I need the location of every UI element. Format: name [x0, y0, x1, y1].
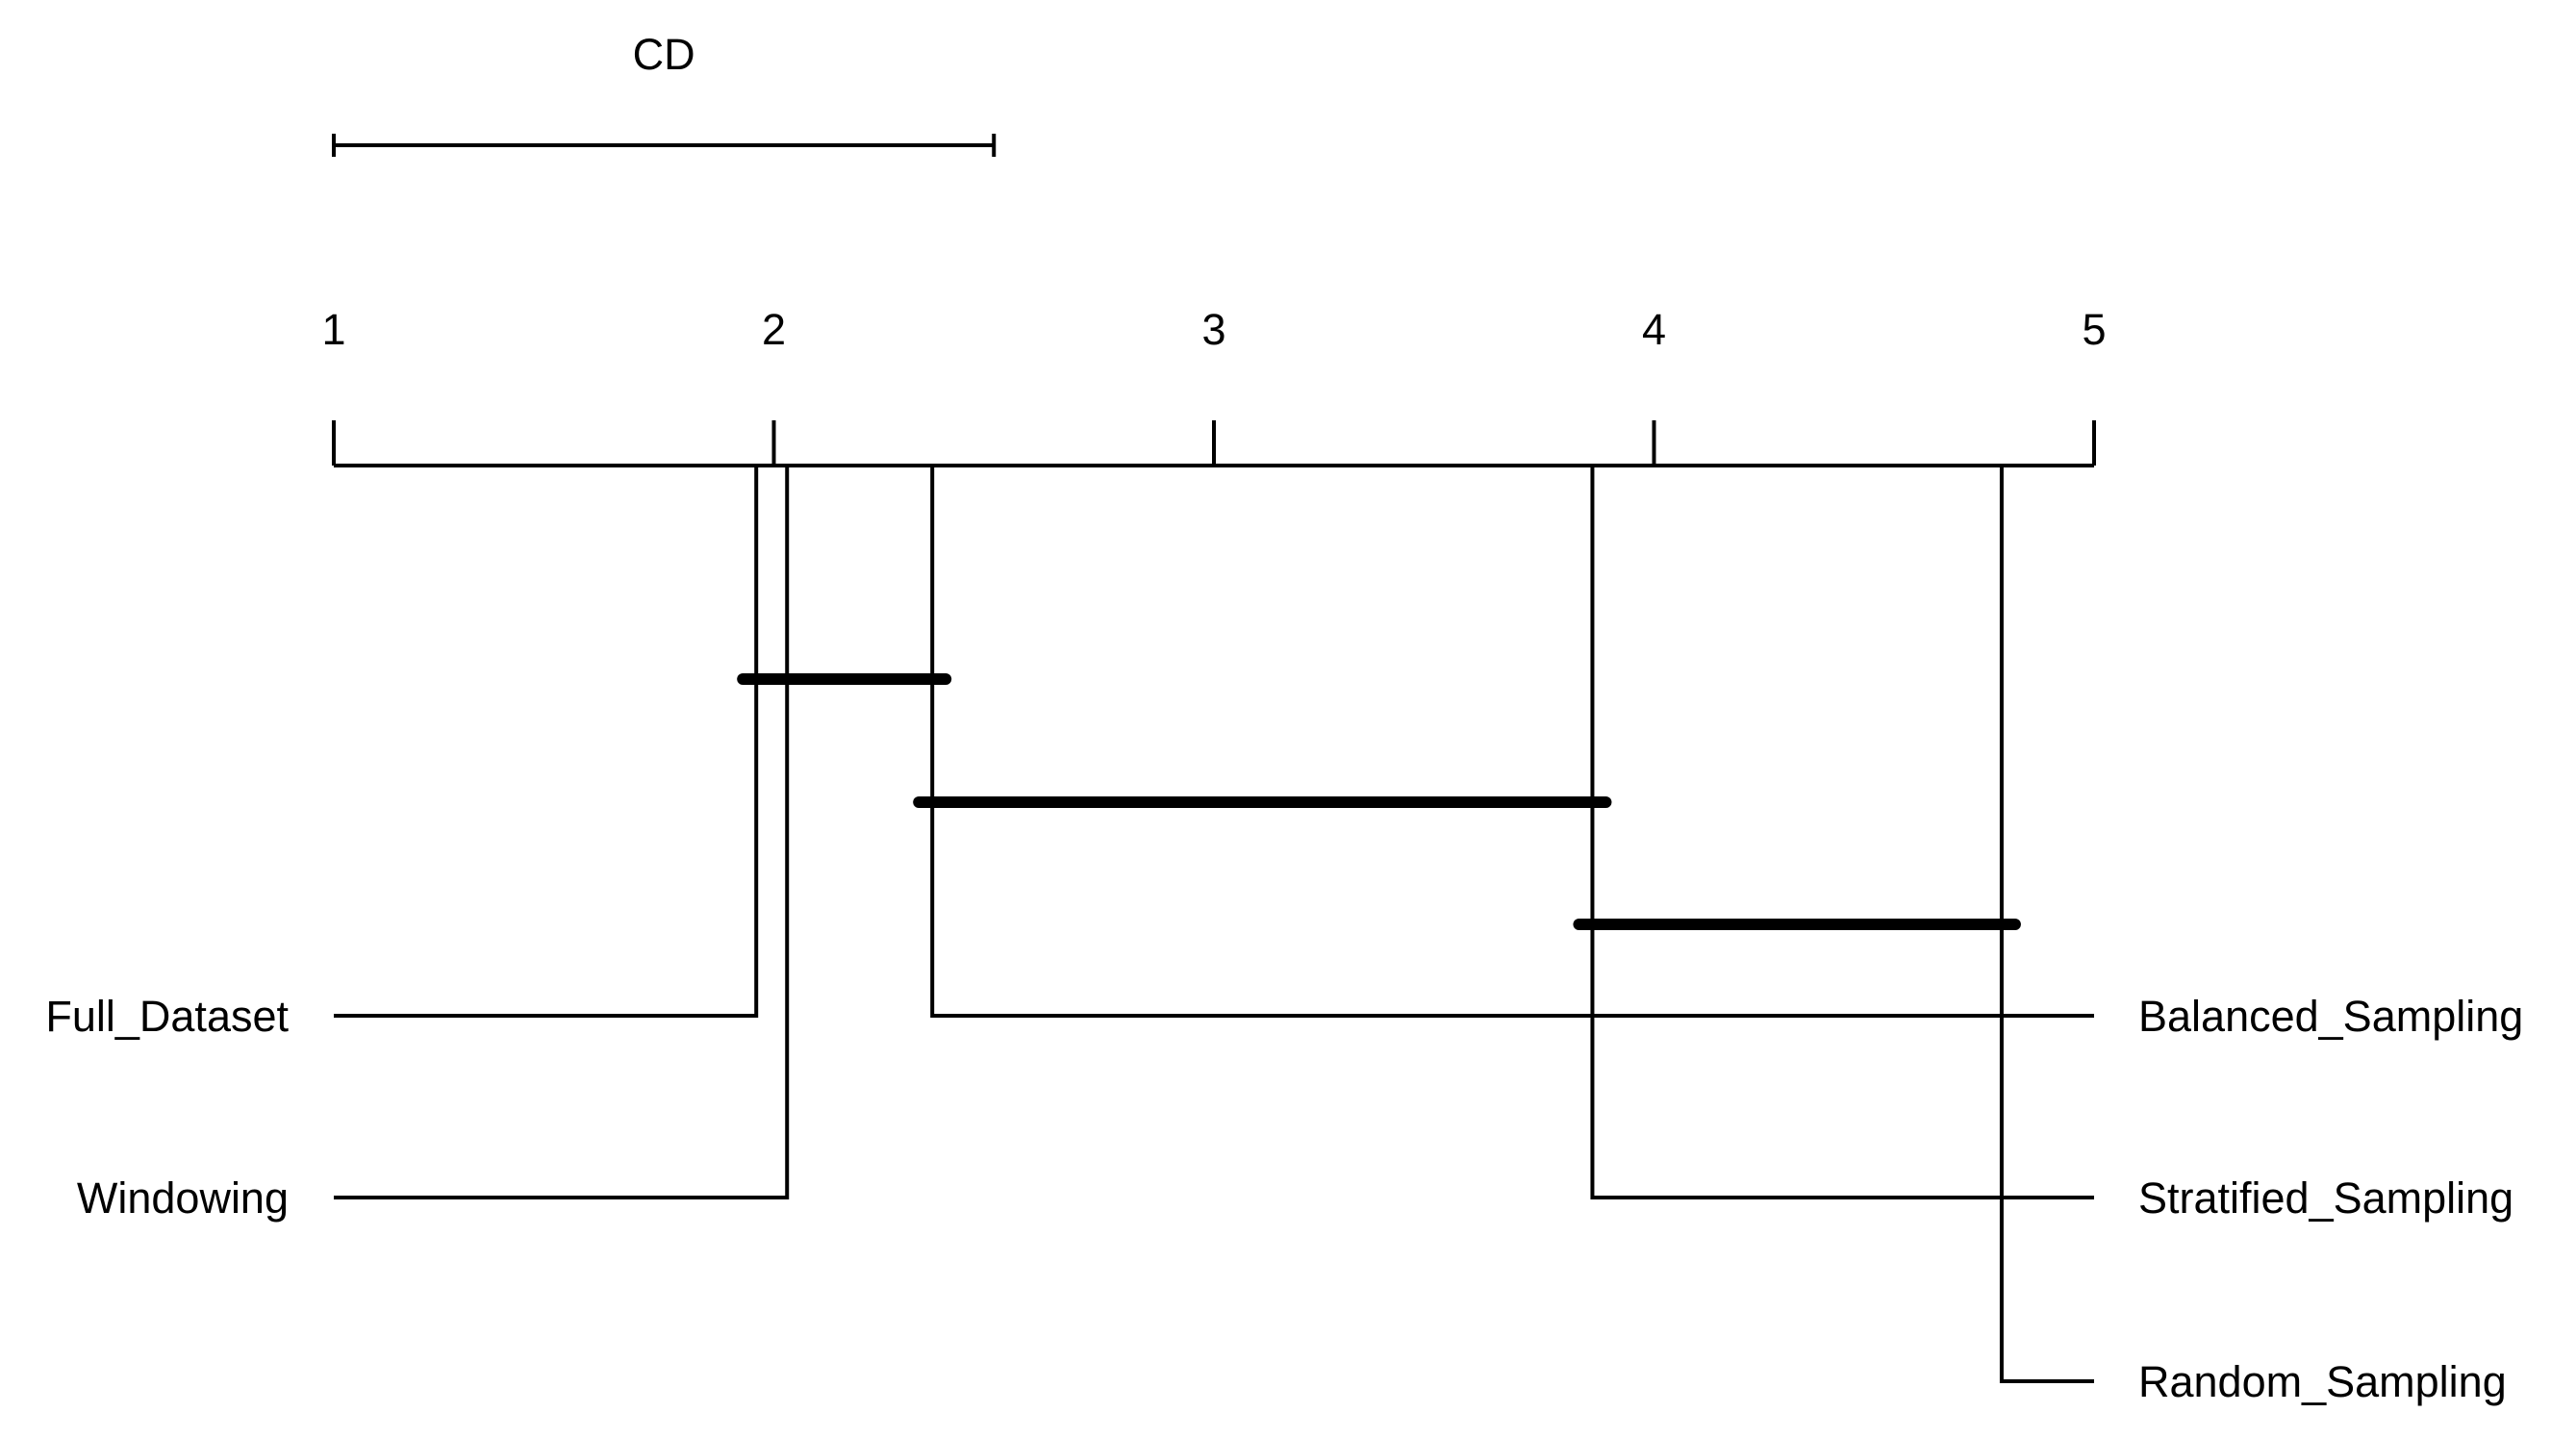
method-label: Random_Sampling: [2138, 1357, 2507, 1406]
method-line: [1590, 466, 2094, 1199]
rank-axis: 1 2 3 4 5: [321, 305, 2107, 467]
cd-label: CD: [633, 30, 695, 79]
method-line: [334, 466, 759, 1018]
method-label: Balanced_Sampling: [2138, 992, 2523, 1041]
axis-tick-label: 5: [2082, 305, 2106, 354]
method-line: [1999, 466, 2094, 1383]
method-label: Windowing: [77, 1173, 289, 1223]
axis-tick-label: 4: [1642, 305, 1666, 354]
method-line: [334, 466, 790, 1199]
axis-tick-label: 2: [762, 305, 786, 354]
axis-tick-label: 1: [321, 305, 345, 354]
method-line: [930, 466, 2094, 1018]
method-label: Full_Dataset: [45, 992, 289, 1041]
method-label: Stratified_Sampling: [2138, 1173, 2513, 1223]
axis-tick-label: 3: [1201, 305, 1225, 354]
clique-bars: [737, 673, 2021, 930]
cd-bar: CD: [332, 30, 997, 157]
